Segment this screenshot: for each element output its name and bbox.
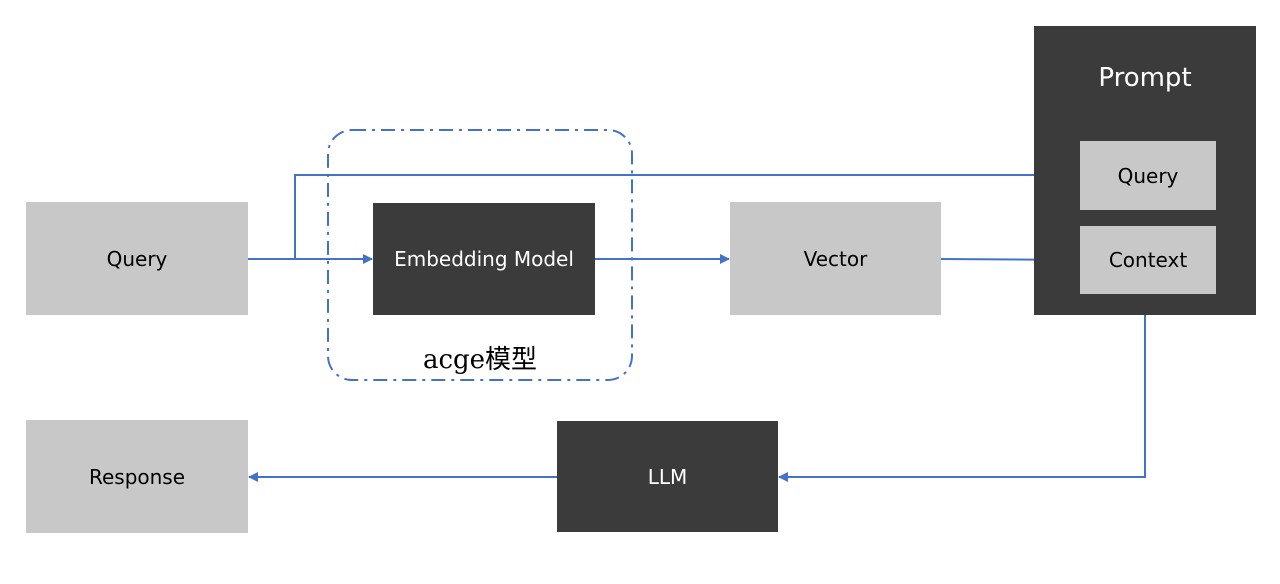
prompt-context-label: Context: [1108, 248, 1188, 272]
prompt-context-node: Context: [1080, 226, 1216, 294]
vector-node: Vector: [730, 202, 941, 315]
query-node: Query: [26, 202, 248, 315]
response-node-label: Response: [88, 464, 186, 489]
embedding-model-label: Embedding Model: [394, 247, 574, 271]
embedding-group-boundary: [327, 129, 633, 381]
prompt-query-node: Query: [1080, 141, 1216, 210]
llm-node: LLM: [557, 421, 778, 532]
llm-node-label: LLM: [647, 464, 688, 489]
query-node-label: Query: [106, 246, 168, 271]
embedding-group-label: acge模型: [422, 344, 538, 375]
arrow-prompt-to-llm: [778, 315, 1146, 482]
vector-node-label: Vector: [803, 246, 868, 271]
prompt-query-label: Query: [1117, 163, 1179, 188]
response-node: Response: [26, 420, 248, 533]
arrow-query-to-prompt-query: [294, 170, 1080, 259]
embedding-model-node: Embedding Model: [373, 203, 595, 315]
prompt-title: Prompt: [1098, 63, 1192, 93]
